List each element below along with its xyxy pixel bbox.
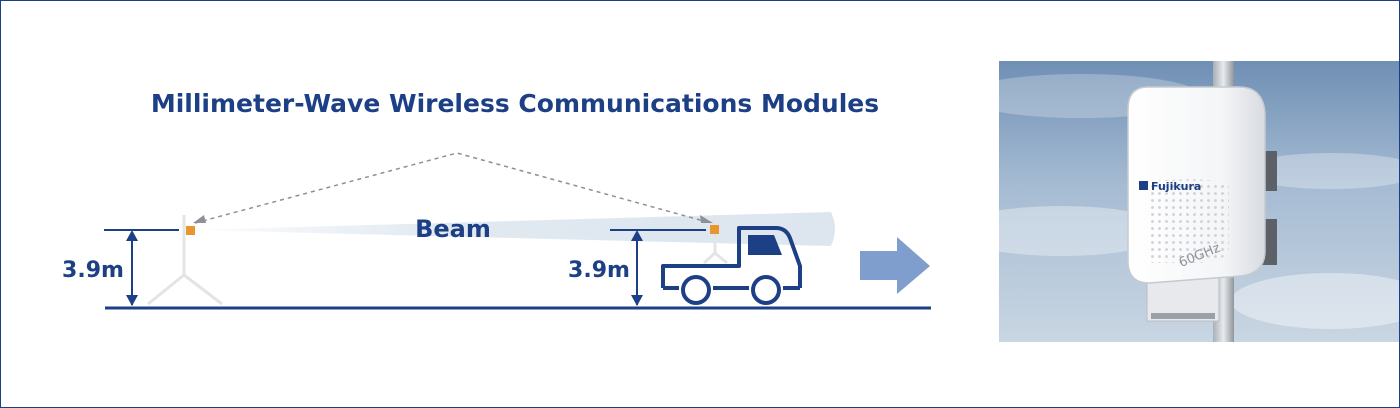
right-height-marker [610, 229, 706, 306]
beam-label: Beam [415, 215, 491, 243]
right-height-label: 3.9m [568, 258, 630, 283]
brand-name: Fujikura [1151, 180, 1201, 193]
left-module [186, 226, 195, 235]
arrowhead-left [193, 215, 206, 223]
right-arrow-icon [860, 237, 930, 294]
left-height-marker [104, 229, 179, 306]
truck-module [710, 225, 719, 234]
product-photo: Fujikura 60GHz [951, 61, 1399, 342]
brand-logo-icon [1139, 181, 1148, 190]
beam-cone [193, 212, 835, 246]
arrowhead-right [700, 215, 713, 223]
reflection-path [194, 152, 712, 224]
left-pole [147, 215, 223, 306]
truck-icon [661, 215, 802, 305]
diagram-title: Millimeter-Wave Wireless Communications … [151, 89, 879, 118]
left-height-label: 3.9m [62, 258, 124, 283]
